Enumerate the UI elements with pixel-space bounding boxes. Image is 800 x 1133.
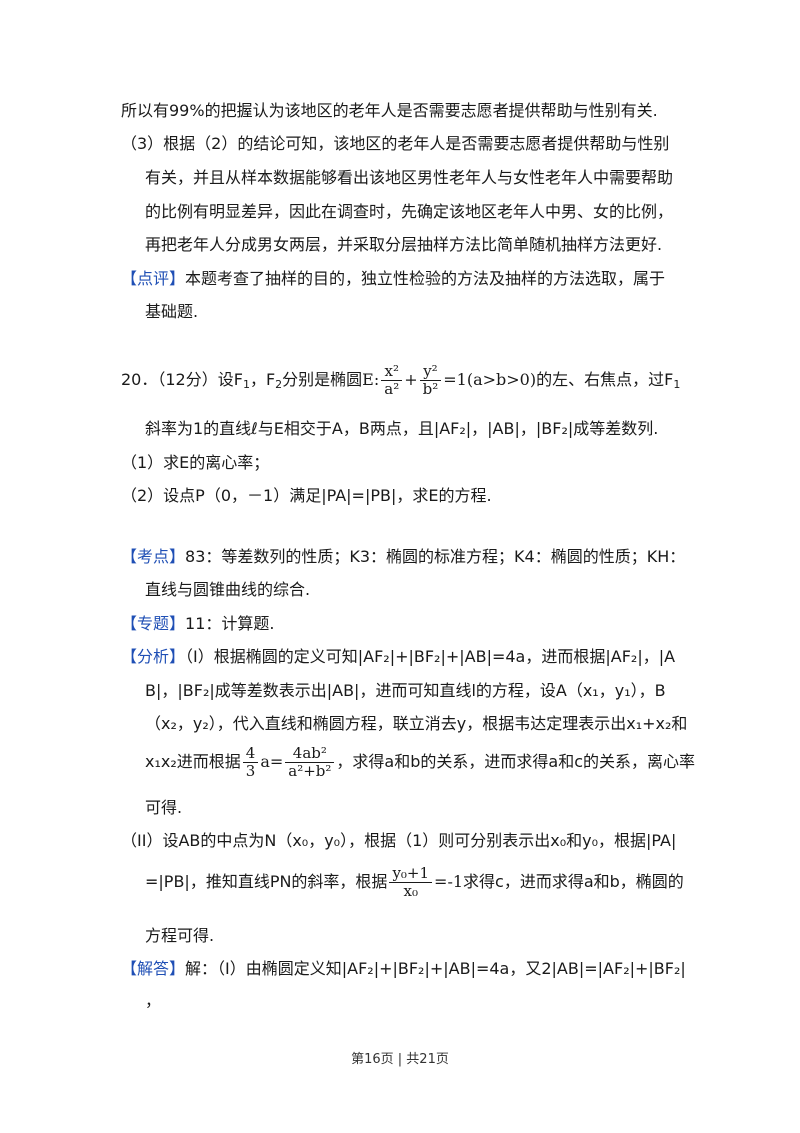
- fenxi-line: 【分析】（I）根据椭圆的定义可知|AF₂|+|BF₂|+|AB|=4a，进而根据…: [121, 647, 676, 666]
- text-line: （2）设点P（0，－1）满足|PA|=|PB|，求E的方程.: [121, 486, 492, 505]
- text-line: 再把老年人分成男女两层，并采取分层抽样方法比简单随机抽样方法更好.: [145, 235, 663, 254]
- text-line: （3）根据（2）的结论可知，该地区的老年人是否需要志愿者提供帮助与性别: [121, 134, 670, 153]
- text-line: 方程可得.: [145, 926, 215, 945]
- kaodian-tag: 【考点】: [121, 547, 186, 566]
- text-line: 的比例有明显差异，因此在调查时，先确定该地区老年人中男、女的比例，: [145, 202, 674, 221]
- page-footer: 第16页 | 共21页: [351, 1052, 449, 1067]
- comment-text: 本题考查了抽样的目的，独立性检验的方法及抽样的方法选取，属于: [185, 269, 666, 288]
- comment-tag: 【点评】: [121, 269, 186, 288]
- text-line: （1）求E的离心率；: [121, 453, 270, 472]
- text-line: 斜率为1的直线ℓ与E相交于A，B两点，且|AF₂|，|AB|，|BF₂|成等差数…: [145, 419, 659, 438]
- text-line: B|，|BF₂|成等差数表示出|AB|，进而可知直线l的方程，设A（x₁，y₁）…: [145, 681, 666, 700]
- text-line: （II）设AB的中点为N（x₀，y₀），根据（1）则可分别表示出x₀和y₀，根据…: [121, 831, 677, 850]
- text-line: （x₂，y₂），代入直线和椭圆方程，联立消去y，根据韦达定理表示出x₁+x₂和: [145, 714, 688, 733]
- comment-line: 【点评】本题考查了抽样的目的，独立性检验的方法及抽样的方法选取，属于: [121, 268, 665, 290]
- fenxi-tag: 【分析】: [121, 647, 186, 666]
- text-line: 可得.: [145, 798, 183, 817]
- text-line: 直线与圆锥曲线的综合.: [145, 580, 311, 599]
- kaodian-line: 【考点】83：等差数列的性质；K3：椭圆的标准方程；K4：椭圆的性质；KH：: [121, 547, 686, 566]
- text-line: 有关，并且从样本数据能够看出该地区男性老年人与女性老年人中需要帮助: [145, 168, 674, 187]
- text-line: 所以有99%的把握认为该地区的老年人是否需要志愿者提供帮助与性别有关.: [121, 101, 658, 120]
- text-line: 基础题.: [145, 302, 199, 321]
- zhuanti-tag: 【专题】: [121, 614, 186, 633]
- jieda-tag: 【解答】: [121, 959, 186, 978]
- text-line: ，: [145, 991, 162, 1010]
- zhuanti-line: 【专题】11：计算题.: [121, 614, 275, 633]
- jieda-line: 【解答】解：（I）由椭圆定义知|AF₂|+|BF₂|+|AB|=4a，又2|AB…: [121, 959, 686, 978]
